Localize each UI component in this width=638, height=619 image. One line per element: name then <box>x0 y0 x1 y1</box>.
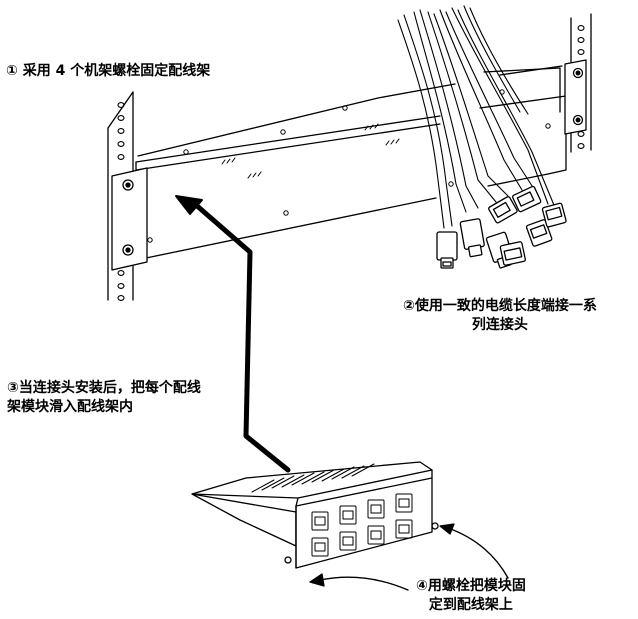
step-4-line-2: 定到配线架上 <box>428 597 513 613</box>
step-4-label: ④用螺栓把模块固 定到配线架上 <box>416 577 526 615</box>
step-2-line-1: ②使用一致的电缆长度端接一系 <box>403 298 597 314</box>
screw-arrow-left <box>309 573 409 591</box>
cable-bundle <box>397 5 557 229</box>
step-3-line-1: ③当连接头安装后，把每个配线 <box>7 380 201 396</box>
rj45-connectors <box>436 185 567 269</box>
step-3-line-2: 架模块滑入配线架内 <box>7 399 133 415</box>
left-mounting-ear <box>111 167 148 271</box>
screw-arrow-right <box>439 523 509 579</box>
patch-panel-module <box>191 461 439 569</box>
right-mounting-ear <box>564 59 587 135</box>
step-2-line-2: 列连接头 <box>471 317 528 333</box>
step-1-line-1: ① 采用 4 个机架螺栓固定配线架 <box>6 63 211 79</box>
step-2-label: ②使用一致的电缆长度端接一系 列连接头 <box>403 297 597 335</box>
step-4-line-1: ④用螺栓把模块固 <box>416 578 526 594</box>
step-3-label: ③当连接头安装后，把每个配线 架模块滑入配线架内 <box>7 379 201 417</box>
slide-in-arrow <box>175 195 291 473</box>
step-1-label: ① 采用 4 个机架螺栓固定配线架 <box>6 62 210 81</box>
